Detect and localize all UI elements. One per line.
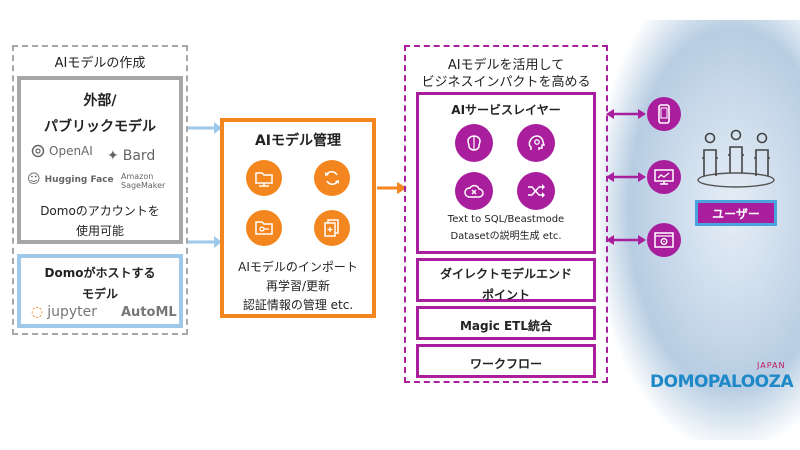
automl-logo: AutoML (121, 305, 177, 320)
ai-face-background (600, 20, 800, 440)
magic-etl-label: Magic ETL統合 (459, 319, 553, 333)
business-impact-title-line2: ビジネスインパクトを高める (421, 75, 591, 90)
management-line1: AIモデルのインポート (238, 260, 358, 274)
external-title-line2: パブリックモデル (44, 119, 156, 135)
japan-label: JAPAN (757, 361, 786, 370)
domo-hosted-box: Domoがホストする モデル ◌ jupyter AutoML (17, 254, 183, 328)
workflow-label: ワークフロー (469, 357, 542, 371)
magic-etl-box: Magic ETL統合 (416, 306, 596, 340)
endpoint-line1: ダイレクトモデルエンド (439, 267, 572, 281)
service-layer-desc-line1: Text to SQL/Beastmode (447, 214, 565, 225)
device-arrows (606, 109, 646, 245)
business-impact-panel (404, 45, 608, 383)
users-group-icon (697, 129, 775, 188)
domopalooza-logo: DOMOPALOOZA (650, 372, 794, 392)
management-to-services-arrow (377, 182, 407, 194)
service-layer-desc-line2: Datasetの説明生成 etc. (450, 231, 562, 242)
model-creation-title: AIモデルの作成 (54, 56, 146, 71)
business-impact-title-line1: AIモデルを活用して (447, 58, 565, 73)
management-title: AIモデル管理 (254, 133, 342, 149)
folder-network-icon (246, 160, 282, 196)
brain-icon (455, 124, 493, 162)
external-title-line1: 外部/ (83, 93, 117, 109)
arrow-head-2 (214, 236, 222, 248)
endpoint-line2: ポイント (481, 288, 530, 302)
management-line3: 認証情報の管理 etc. (242, 298, 354, 312)
service-layer-title: AIサービスレイヤー (451, 103, 561, 117)
openai-logo: OpenAI (31, 144, 93, 158)
direct-model-endpoint-box: ダイレクトモデルエンド ポイント (416, 258, 596, 302)
jupyter-logo: ◌ jupyter (31, 304, 98, 320)
sagemaker-logo: Amazon SageMaker (121, 172, 166, 190)
shuffle-icon (517, 172, 555, 210)
browser-gear-icon (647, 223, 681, 257)
external-note-line1: Domoのアカウントを (40, 204, 160, 218)
users-label: ユーザー (695, 200, 777, 226)
refresh-icon (314, 160, 350, 196)
workflow-box: ワークフロー (416, 344, 596, 378)
hosted-title-line1: Domoがホストする (44, 266, 156, 280)
double-arrow-monitor (606, 172, 646, 182)
mobile-icon (647, 97, 681, 131)
folder-key-icon (246, 210, 282, 246)
double-arrow-browser (606, 235, 646, 245)
monitor-chart-icon (647, 160, 681, 194)
arrow-head-1 (214, 122, 222, 134)
ai-service-layer-box: AIサービスレイヤー Text to SQL/Beastmode Dataset… (416, 92, 596, 254)
external-note-line2: 使用可能 (75, 224, 124, 238)
management-line2: 再学習/更新 (265, 279, 331, 293)
cloud-x-icon (455, 172, 493, 210)
hosted-title-line2: モデル (81, 287, 118, 301)
model-creation-panel (12, 45, 188, 335)
ai-model-management-box: AIモデル管理 AIモデルのインポート 再学習/更新 認証情報の管理 etc. (220, 118, 376, 318)
hugging-face-logo: ☺ Hugging Face (27, 172, 114, 187)
documents-icon (314, 210, 350, 246)
double-arrow-mobile (606, 109, 646, 119)
bard-logo: ✦ Bard (107, 148, 156, 164)
external-models-box: 外部/ パブリックモデル OpenAI ✦ Bard ☺ Hugging Fac… (17, 76, 183, 244)
head-gear-icon (517, 124, 555, 162)
left-arrows (188, 122, 222, 248)
